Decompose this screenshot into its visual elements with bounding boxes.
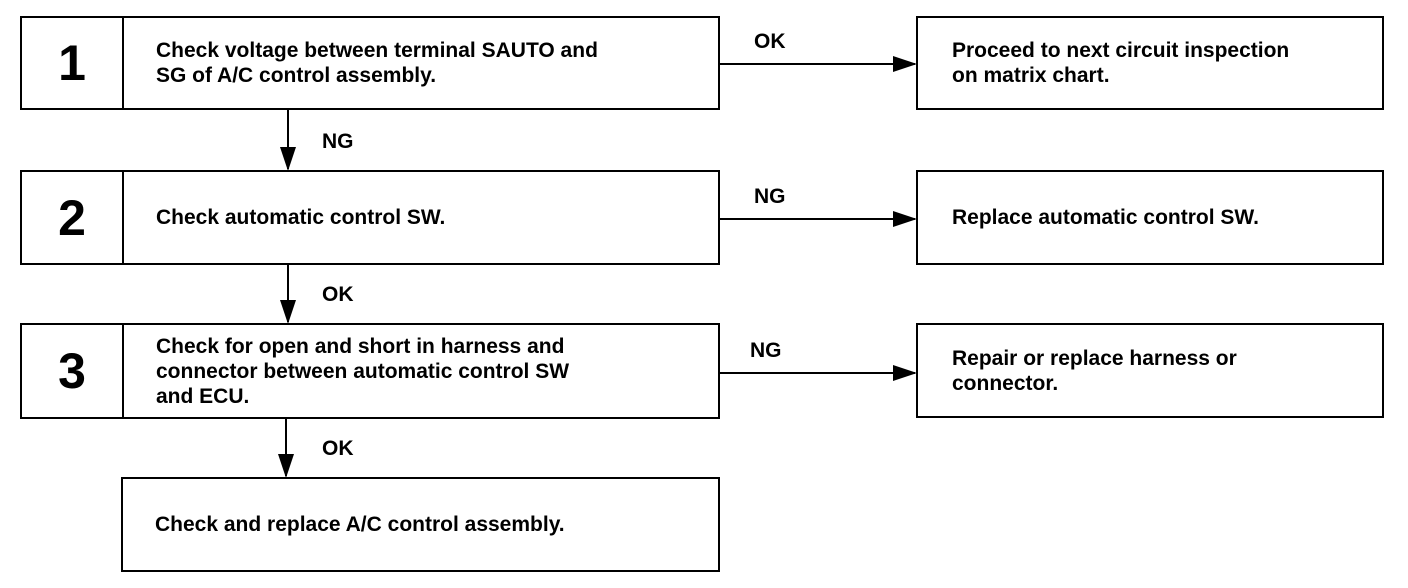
step-3-box: 3 Check for open and short in harness an… xyxy=(20,323,720,419)
result-1-box: Proceed to next circuit inspection on ma… xyxy=(916,16,1384,110)
result-1-text: Proceed to next circuit inspection on ma… xyxy=(952,39,1290,87)
result-2-box: Replace automatic control SW. xyxy=(916,170,1384,265)
step-2-number: 2 xyxy=(22,172,124,263)
down-label-3: OK xyxy=(322,437,354,460)
side-label-1: OK xyxy=(754,30,786,53)
step-1-number: 1 xyxy=(22,18,124,108)
down-label-2: OK xyxy=(322,283,354,306)
down-label-1: NG xyxy=(322,130,354,153)
step-1-box: 1 Check voltage between terminal SAUTO a… xyxy=(20,16,720,110)
result-2-text: Replace automatic control SW. xyxy=(952,206,1259,229)
step-3-text: Check for open and short in harness and … xyxy=(156,334,570,408)
result-3-box: Repair or replace harness or connector. xyxy=(916,323,1384,418)
step-3-number: 3 xyxy=(22,325,124,417)
final-step-text: Check and replace A/C control assembly. xyxy=(155,513,565,536)
side-label-2: NG xyxy=(754,185,786,208)
final-step-box: Check and replace A/C control assembly. xyxy=(121,477,720,572)
result-3-text: Repair or replace harness or connector. xyxy=(952,346,1237,395)
step-2-text: Check automatic control SW. xyxy=(156,206,446,229)
step-2-box: 2 Check automatic control SW. xyxy=(20,170,720,265)
step-1-text: Check voltage between terminal SAUTO and… xyxy=(156,39,598,87)
side-label-3: NG xyxy=(750,339,782,362)
